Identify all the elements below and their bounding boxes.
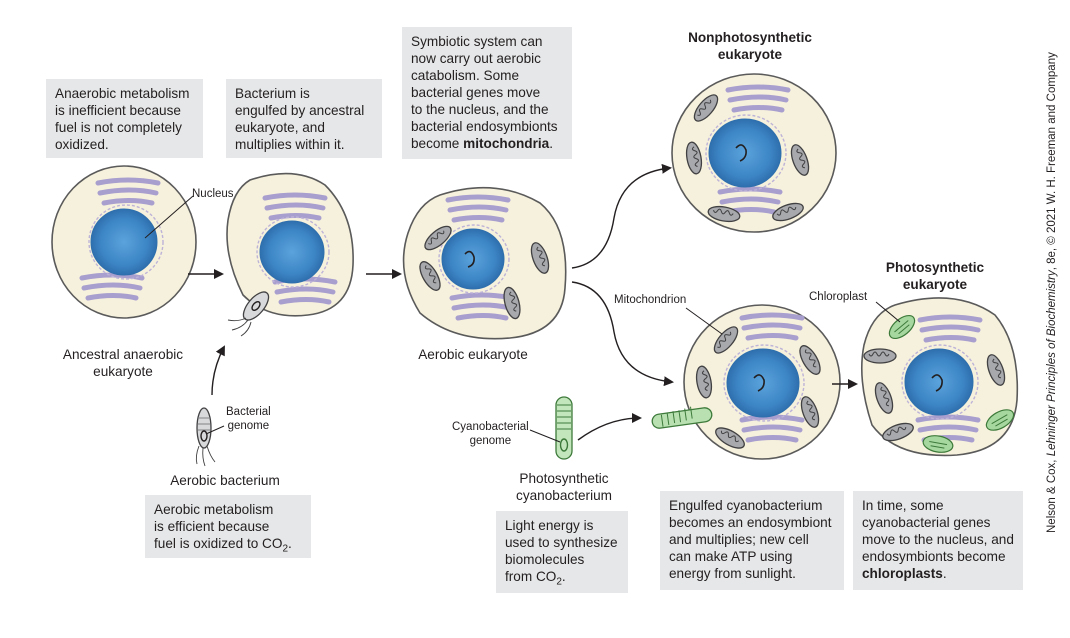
box-line: bacterial genes move (411, 85, 541, 100)
text-run: fuel is oxidized to CO (154, 536, 283, 551)
box-line: can make ATP using (669, 549, 793, 564)
text-run: . (288, 536, 292, 551)
chloroplast-label: Chloroplast (809, 291, 868, 303)
mitochondria-term: mitochondria (463, 136, 550, 151)
arrow-cyano-to-cell (577, 413, 642, 441)
text-run: from CO (505, 569, 557, 584)
label-line: Ancestral anaerobic (62, 347, 184, 362)
box-line: oxidized. (55, 137, 109, 152)
box-line: from CO2. (505, 568, 619, 591)
anaerobic-metabolism-box: Anaerobic metabolism is inefficient beca… (46, 79, 203, 158)
arrow-to-nonphotosynthetic (571, 163, 672, 269)
box-line: becomes an endosymbiont (669, 515, 832, 530)
nonphotosynthetic-eukaryote-title: Nonphotosynthetic eukaryote (670, 29, 830, 63)
photosynthetic-cyanobacterium-label: Photosynthetic cyanobacterium (499, 470, 629, 504)
text-run: become (411, 136, 464, 151)
credit-authors: Nelson & Cox, (1046, 456, 1058, 533)
title-line: eukaryote (902, 277, 968, 292)
box-line: is inefficient because (55, 103, 181, 118)
aerobic-eukaryote-cell (402, 186, 567, 340)
box-line: Light energy is (505, 518, 594, 533)
subscript: 2 (556, 576, 562, 588)
box-line: In time, some (862, 498, 944, 513)
box-line: catabolism. Some (411, 68, 520, 83)
engulfing-cell (226, 172, 354, 337)
box-line: now carry out aerobic (411, 51, 541, 66)
box-line: used to synthesize (505, 535, 618, 550)
credit-line: Nelson & Cox, Lehninger Principles of Bi… (1046, 52, 1058, 533)
aerobic-bacterium-label: Aerobic bacterium (170, 473, 280, 488)
box-line: Symbiotic system can (411, 34, 543, 49)
title-line: Photosynthetic (885, 260, 985, 275)
box-line: energy from sunlight. (669, 566, 796, 581)
nucleus-label: Nucleus (192, 188, 234, 200)
light-energy-box: Light energy is used to synthesize biomo… (496, 511, 628, 593)
cyanobacterium (555, 396, 573, 460)
label-line: Photosynthetic (519, 471, 609, 486)
box-line: Engulfed cyanobacterium (669, 498, 823, 513)
box-line: bacterial endosymbionts (411, 119, 558, 134)
box-line: fuel is oxidized to CO2. (154, 535, 302, 558)
box-line: Aerobic metabolism (154, 502, 274, 517)
label-line: cyanobacterium (516, 488, 612, 503)
credit-book-title: Lehninger Principles of Biochemistry (1046, 270, 1058, 457)
box-line: eukaryote, and (235, 120, 325, 135)
bacterial-genome-leader (205, 425, 225, 435)
cyanobacterial-genome-label: Cyanobacterial genome (452, 420, 529, 448)
ancestral-eukaryote-label: Ancestral anaerobic eukaryote (38, 346, 208, 380)
arrow-bacterium-up (211, 345, 225, 396)
label-line: Bacterial (226, 406, 271, 418)
label-line: genome (227, 420, 270, 432)
title-line: eukaryote (717, 47, 783, 62)
credit-edition: , 8e, © 2021 W. H. Freeman and Company (1046, 52, 1058, 271)
mitochondrion-label: Mitochondrion (614, 294, 687, 306)
aerobic-bacterium (195, 407, 216, 467)
box-line: biomolecules (505, 552, 585, 567)
symbiotic-system-box: Symbiotic system can now carry out aerob… (402, 27, 572, 159)
box-line: to the nucleus, and the (411, 102, 549, 117)
subscript: 2 (282, 543, 289, 555)
box-line: Bacterium is (235, 86, 310, 101)
label-line: eukaryote (93, 364, 153, 379)
chloroplast-leader (875, 301, 901, 323)
box-line: Anaerobic metabolism (55, 86, 190, 101)
text-run: . (561, 569, 566, 584)
mitochondrial-cell (651, 304, 841, 460)
bacterial-genome-label: Bacterial genome (226, 405, 271, 433)
box-line: engulfed by ancestral (235, 103, 365, 118)
chloroplasts-term: chloroplasts (862, 566, 943, 581)
box-line: is efficient because (154, 519, 270, 534)
photosynthetic-eukaryote-cell (860, 297, 1019, 457)
engulfed-cyanobacterium-box: Engulfed cyanobacterium becomes an endos… (660, 491, 844, 590)
aerobic-eukaryote-label: Aerobic eukaryote (418, 347, 528, 362)
cyano-genome-leader (529, 429, 561, 443)
box-line: become mitochondria. (411, 135, 563, 152)
title-line: Nonphotosynthetic (688, 30, 812, 45)
nucleus-leader (144, 195, 194, 239)
text-run: . (942, 566, 947, 581)
box-line: move to the nucleus, and (862, 532, 1014, 547)
box-line: cyanobacterial genes (862, 515, 991, 530)
box-line: fuel is not completely (55, 120, 182, 135)
arrow-to-mitochondrion-cell (571, 281, 674, 387)
label-line: genome (469, 435, 512, 447)
in-time-box: In time, some cyanobacterial genes move … (853, 491, 1023, 590)
box-line: and multiplies; new cell (669, 532, 809, 547)
mitochondrion-leader (685, 307, 723, 335)
box-line: multiplies within it. (235, 137, 345, 152)
text-run: . (549, 136, 554, 151)
label-line: Cyanobacterial (452, 421, 529, 433)
bacterium-engulfed-box: Bacterium is engulfed by ancestral eukar… (226, 79, 382, 158)
photosynthetic-eukaryote-title: Photosynthetic eukaryote (870, 259, 1000, 293)
box-line: endosymbionts become (862, 549, 1006, 564)
box-line: chloroplasts. (862, 565, 1014, 582)
ancestral-eukaryote-cell (51, 165, 197, 319)
aerobic-metabolism-box: Aerobic metabolism is efficient because … (145, 495, 311, 558)
nonphotosynthetic-eukaryote-cell (671, 73, 837, 233)
